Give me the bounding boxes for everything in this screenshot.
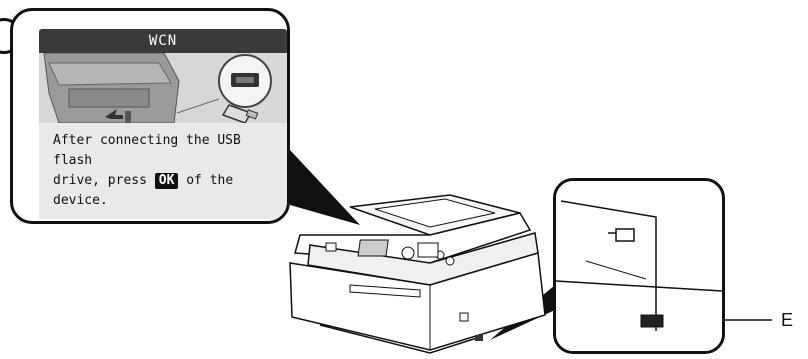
message-line-1: After connecting the USB flash (53, 131, 283, 171)
lcd-title-bar: WCN (39, 29, 287, 53)
printer-side-closeup (556, 181, 722, 351)
port-label-e: E (781, 310, 793, 331)
message-line-2: drive, press OK of the device. (53, 171, 283, 211)
usb-port (641, 315, 663, 327)
lcd-screen: WCN (39, 29, 287, 219)
printer-illustration (280, 185, 570, 359)
ok-key-icon: OK (155, 173, 179, 189)
lcd-screen-callout: WCN (10, 8, 290, 224)
usb-flash-drive-icon (223, 105, 258, 123)
lcd-instruction-text: After connecting the USB flash drive, pr… (53, 131, 283, 211)
usb-connection-illustration (39, 53, 287, 123)
usb-port-callout (553, 178, 725, 354)
message-line-2-start: drive, press (53, 173, 147, 188)
printer-usb-illustration (39, 53, 287, 123)
